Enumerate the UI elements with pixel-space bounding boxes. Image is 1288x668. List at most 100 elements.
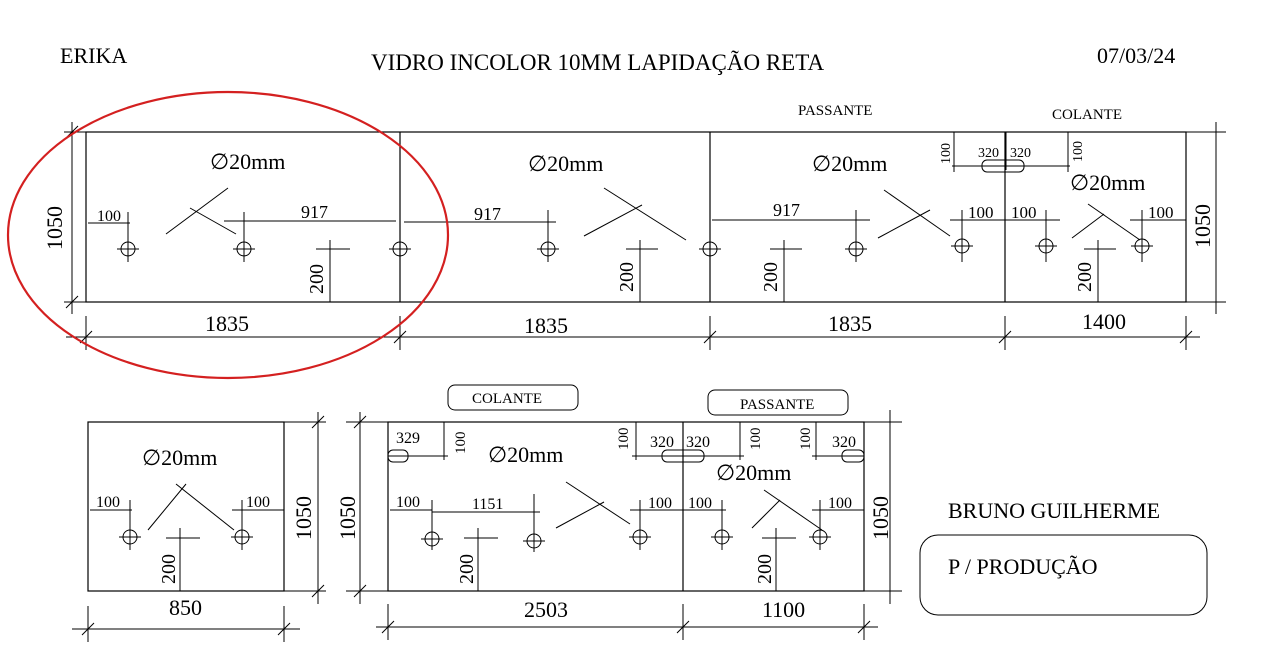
cutout-slot: [981, 159, 1025, 173]
dim-917: 917: [773, 200, 800, 220]
cutout-320: 320: [978, 146, 999, 161]
hole-marker: [119, 526, 141, 548]
cutout-320: 320: [650, 434, 674, 451]
cutout-100: 100: [1071, 141, 1086, 162]
cutout-100: 100: [939, 143, 954, 164]
cutout-slot: [387, 449, 409, 463]
dim-200: 200: [760, 262, 782, 292]
hole-marker: [1035, 235, 1057, 257]
hole-marker: [523, 530, 545, 552]
tick: [393, 330, 407, 344]
bottom-right-outline: [387, 421, 865, 592]
dim-100: 100: [1011, 203, 1037, 222]
leader-line: [565, 481, 631, 525]
top-panel: 1050 1050 1835 1835 1835 1400 ∅20mm 100 …: [42, 103, 1226, 350]
bottom-left-panel: ∅20mm 100 100 200 1050 850: [72, 412, 326, 642]
hole-marker: [231, 526, 253, 548]
dim-100: 100: [968, 203, 994, 222]
dim-100: 100: [688, 495, 712, 512]
top-width-3: 1835: [828, 311, 872, 336]
top-width-2: 1835: [524, 313, 568, 338]
dim-917: 917: [301, 202, 328, 222]
dim-100: 100: [96, 494, 120, 511]
cutout-320: 320: [1010, 146, 1031, 161]
top-width-1: 1835: [205, 311, 249, 336]
hole-marker: [711, 526, 733, 548]
dim-100: 100: [648, 495, 672, 512]
hole-label: ∅20mm: [210, 149, 285, 174]
cutout-slot: [841, 449, 865, 463]
hole-label: ∅20mm: [716, 460, 791, 485]
responsible-name: BRUNO GUILHERME: [948, 498, 1160, 523]
bottom-right-width-1: 2503: [524, 597, 568, 622]
cutout-100: 100: [748, 428, 764, 451]
drawing-title: VIDRO INCOLOR 10MM LAPIDAÇÃO RETA: [371, 50, 824, 75]
hole-label: ∅20mm: [528, 151, 603, 176]
dim-100: 100: [246, 494, 270, 511]
tick: [381, 620, 395, 634]
bottom-right-height-left: 1050: [335, 496, 360, 540]
dim-200: 200: [754, 554, 776, 584]
tick: [311, 584, 325, 598]
hole-marker: [389, 238, 411, 260]
cutout-320: 320: [832, 434, 856, 451]
leader-line: [147, 483, 187, 531]
hole-marker: [421, 528, 443, 550]
leader-line: [763, 489, 823, 531]
drawing-date: 07/03/24: [1097, 43, 1175, 68]
bottom-right-height-right: 1050: [868, 496, 893, 540]
hole-marker: [845, 238, 867, 260]
cutout-100: 100: [453, 432, 469, 455]
top-height-left: 1050: [42, 206, 67, 250]
tick: [998, 330, 1012, 344]
tick: [65, 295, 79, 309]
tick: [311, 415, 325, 429]
highlight-circle: [6, 90, 450, 380]
leader-line: [603, 187, 687, 241]
leader-line: [555, 501, 605, 529]
dim-200: 200: [306, 264, 328, 294]
hole-marker: [537, 238, 559, 260]
dim-200: 200: [616, 262, 638, 292]
leader-line: [1071, 213, 1105, 239]
leader-line: [175, 483, 235, 531]
tick: [353, 584, 367, 598]
hole-label: ∅20mm: [488, 442, 563, 467]
leader-line: [1087, 203, 1141, 241]
tick: [277, 622, 291, 636]
dim-200: 200: [1074, 262, 1096, 292]
dim-100: 100: [828, 495, 852, 512]
dim-1151: 1151: [472, 496, 503, 513]
bottom-right-panel: 1050 1050 2503 1100 COLANTE PASSANTE 329…: [335, 384, 902, 640]
tag-passante-box: [707, 389, 849, 416]
leader-line: [583, 204, 643, 237]
tick: [81, 622, 95, 636]
hole-marker: [809, 526, 831, 548]
hole-label: ∅20mm: [812, 151, 887, 176]
cutout-slot: [661, 449, 705, 463]
bottom-left-outline: [87, 421, 285, 592]
tag-colante: COLANTE: [472, 391, 542, 407]
dim-100: 100: [1148, 203, 1174, 222]
tick: [1179, 330, 1193, 344]
top-width-4: 1400: [1082, 309, 1126, 334]
dim-200: 200: [158, 554, 180, 584]
leader-line: [883, 189, 951, 237]
client-name: ERIKA: [60, 43, 127, 68]
dim-917: 917: [474, 204, 501, 224]
hole-marker: [233, 238, 255, 260]
dim-100: 100: [97, 208, 121, 225]
cutout-100: 100: [798, 428, 814, 451]
tick: [857, 620, 871, 634]
leader-line: [877, 209, 931, 239]
tick: [353, 415, 367, 429]
cutout-100: 100: [616, 428, 632, 451]
tag-passante: PASSANTE: [740, 397, 814, 413]
bottom-left-width: 850: [169, 595, 202, 620]
hole-marker: [699, 238, 721, 260]
leader-line: [751, 499, 781, 529]
leader-line: [189, 207, 237, 235]
production-label: P / PRODUÇÃO: [948, 554, 1098, 579]
tag-colante: COLANTE: [1052, 107, 1122, 123]
